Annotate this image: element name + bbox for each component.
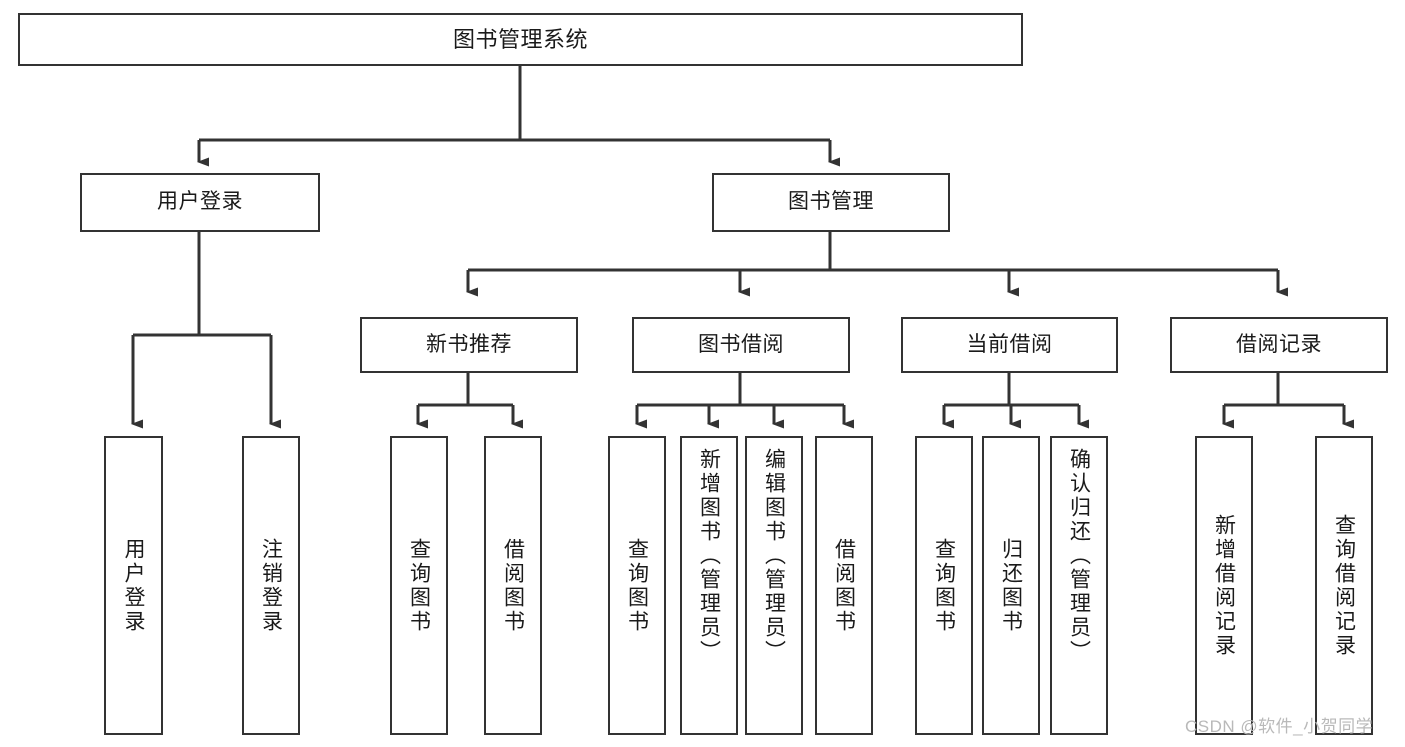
node-new-book-recommend[interactable]: 新书推荐	[360, 317, 578, 373]
node-label: 图书借阅	[698, 332, 784, 356]
leaf-add-borrow-record[interactable]: 新增借阅记录	[1195, 436, 1253, 735]
node-label: 用户登录	[157, 190, 243, 214]
node-label: 当前借阅	[966, 332, 1053, 356]
leaf-user-login[interactable]: 用户登录	[104, 436, 163, 735]
leaf-confirm-return-admin[interactable]: 确认归还（管理员）	[1050, 436, 1108, 735]
node-label: 新增图书（管理员）	[697, 448, 721, 664]
node-label: 新书推荐	[426, 332, 512, 356]
node-label: 借阅图书	[501, 537, 525, 634]
node-label: 归还图书	[999, 537, 1023, 634]
leaf-add-book-admin[interactable]: 新增图书（管理员）	[680, 436, 738, 735]
node-label: 查询图书	[407, 537, 431, 634]
leaf-edit-book-admin[interactable]: 编辑图书（管理员）	[745, 436, 803, 735]
leaf-query-book-borrow[interactable]: 查询图书	[608, 436, 666, 735]
node-book-borrow[interactable]: 图书借阅	[632, 317, 850, 373]
node-user-login[interactable]: 用户登录	[80, 173, 320, 232]
node-label: 编辑图书（管理员）	[762, 448, 786, 664]
node-label: 查询借阅记录	[1332, 513, 1356, 658]
leaf-return-book[interactable]: 归还图书	[982, 436, 1040, 735]
leaf-borrow-book[interactable]: 借阅图书	[815, 436, 873, 735]
watermark: CSDN @软件_小贺同学	[1185, 717, 1374, 736]
leaf-query-book-current[interactable]: 查询图书	[915, 436, 973, 735]
node-label: 确认归还（管理员）	[1067, 448, 1091, 664]
node-label: 图书管理系统	[452, 26, 588, 52]
leaf-query-borrow-record[interactable]: 查询借阅记录	[1315, 436, 1373, 735]
node-label: 用户登录	[122, 537, 145, 634]
node-root-system[interactable]: 图书管理系统	[18, 13, 1023, 66]
node-label: 注销登录	[259, 537, 283, 634]
node-label: 图书管理	[788, 190, 874, 214]
leaf-user-logout[interactable]: 注销登录	[242, 436, 300, 735]
node-label: 借阅记录	[1236, 332, 1322, 356]
node-borrow-record[interactable]: 借阅记录	[1170, 317, 1388, 373]
node-label: 查询图书	[625, 537, 649, 634]
node-label: 借阅图书	[832, 537, 856, 634]
leaf-borrow-book-recommend[interactable]: 借阅图书	[484, 436, 542, 735]
node-current-borrow[interactable]: 当前借阅	[901, 317, 1118, 373]
node-label: 新增借阅记录	[1212, 513, 1236, 658]
node-label: 查询图书	[932, 537, 956, 634]
leaf-query-book-recommend[interactable]: 查询图书	[390, 436, 448, 735]
node-book-management[interactable]: 图书管理	[712, 173, 950, 232]
